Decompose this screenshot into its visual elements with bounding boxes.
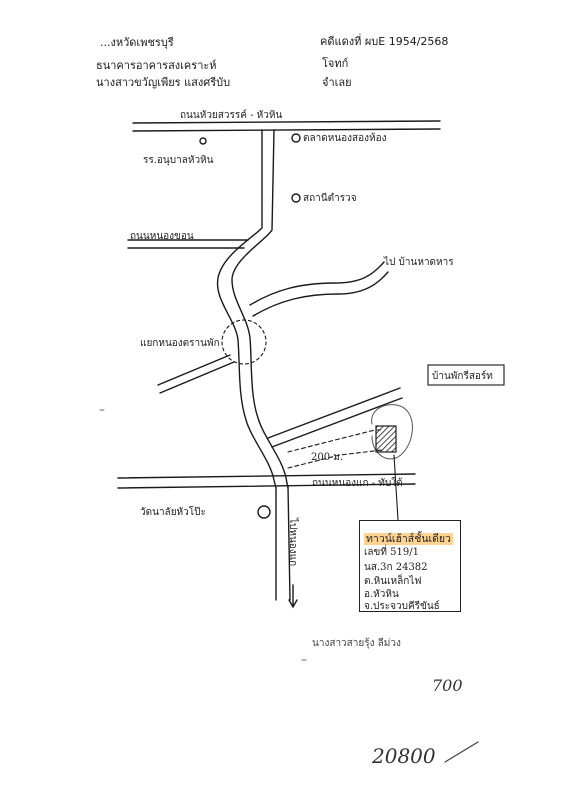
property-info-box [359, 520, 461, 612]
top-road-line [132, 120, 441, 124]
label-top-road: ถนนหัวยสวรรค์ - หัวหิน [180, 110, 283, 121]
leader-line [393, 454, 399, 521]
school-marker-icon [199, 137, 207, 145]
lower-left-road-b [159, 361, 235, 394]
market-marker-icon [291, 133, 301, 143]
property-subdistrict: ต.หินเหล็กไฟ [364, 576, 422, 587]
pencil-slash [444, 741, 479, 763]
village-road-lower [252, 271, 389, 317]
note-bottom: 20800 [372, 744, 436, 768]
property-district: อ.หัวหิน [364, 589, 399, 600]
dashed-access-path-lower [287, 449, 383, 469]
label-left-road: ถนนหนองขอน [130, 231, 194, 242]
police-marker-icon [291, 193, 301, 203]
lower-road-line [117, 473, 416, 479]
property-name: ทาวน์เฮ้าส์ชั้นเดียว [364, 530, 453, 547]
pencil-circle [371, 404, 413, 460]
roundabout-circle [221, 319, 267, 365]
down-arrow-head [288, 599, 298, 609]
bottom-road-right [287, 485, 291, 601]
label-crossroad: ถนนหนองแก - ทับใต้ [312, 478, 403, 489]
header-bank: ธนาคารอาคารสงเคราะห์ [96, 59, 217, 72]
signature: นางสาวสายรุ้ง ลีม่วง [312, 638, 401, 649]
label-temple: วัดนาลัยหัวโป๊ะ [140, 507, 206, 518]
property-block [375, 425, 397, 453]
resort-road-lower [271, 397, 403, 448]
label-down-road: ไปหนองแก [287, 518, 298, 567]
property-name-text: ทาวน์เฮ้าส์ชั้นเดียว [364, 533, 453, 545]
temple-marker-icon [257, 505, 271, 519]
label-to-village: ไป บ้านหาดหาร [384, 257, 454, 268]
header-defendant: นางสาวขวัญเพียร แสงศรีบับ [96, 76, 231, 89]
main-road-left [216, 129, 277, 489]
label-police: สถานีตำรวจ [303, 193, 357, 204]
main-road-right [231, 129, 289, 489]
dashed-access-path [287, 429, 384, 453]
resort-road-upper [267, 387, 401, 439]
property-house-number: เลขที่ 519/1 [364, 547, 419, 558]
header-defendant-role: จำเลย [322, 76, 352, 89]
header-case-number: คดีแดงที่ ผบE 1954/2568 [320, 35, 449, 48]
label-distance: 200 ม. [311, 452, 344, 463]
resort-box [427, 364, 505, 386]
label-resort: บ้านพักรีสอร์ท [432, 371, 493, 382]
top-road-line-lower [132, 128, 441, 132]
label-school: รร.อนุบาลหัวหิน [143, 155, 214, 166]
lower-left-road-a [157, 354, 231, 386]
village-road-upper [249, 261, 385, 306]
note-top: 700 [432, 676, 463, 695]
lower-road-line-lower [117, 483, 416, 489]
label-roundabout: แยกหนองตรานพัก [140, 338, 220, 349]
header-plaintiff-role: โจทก์ [322, 57, 349, 70]
header-province: ...งหวัดเพชรบุรี [100, 36, 174, 49]
property-deed: นส.3ก 24382 [364, 562, 428, 573]
property-province: จ.ประจวบคีรีขันธ์ [364, 601, 440, 612]
label-market: ตลาดหนองสองห้อง [303, 133, 387, 144]
